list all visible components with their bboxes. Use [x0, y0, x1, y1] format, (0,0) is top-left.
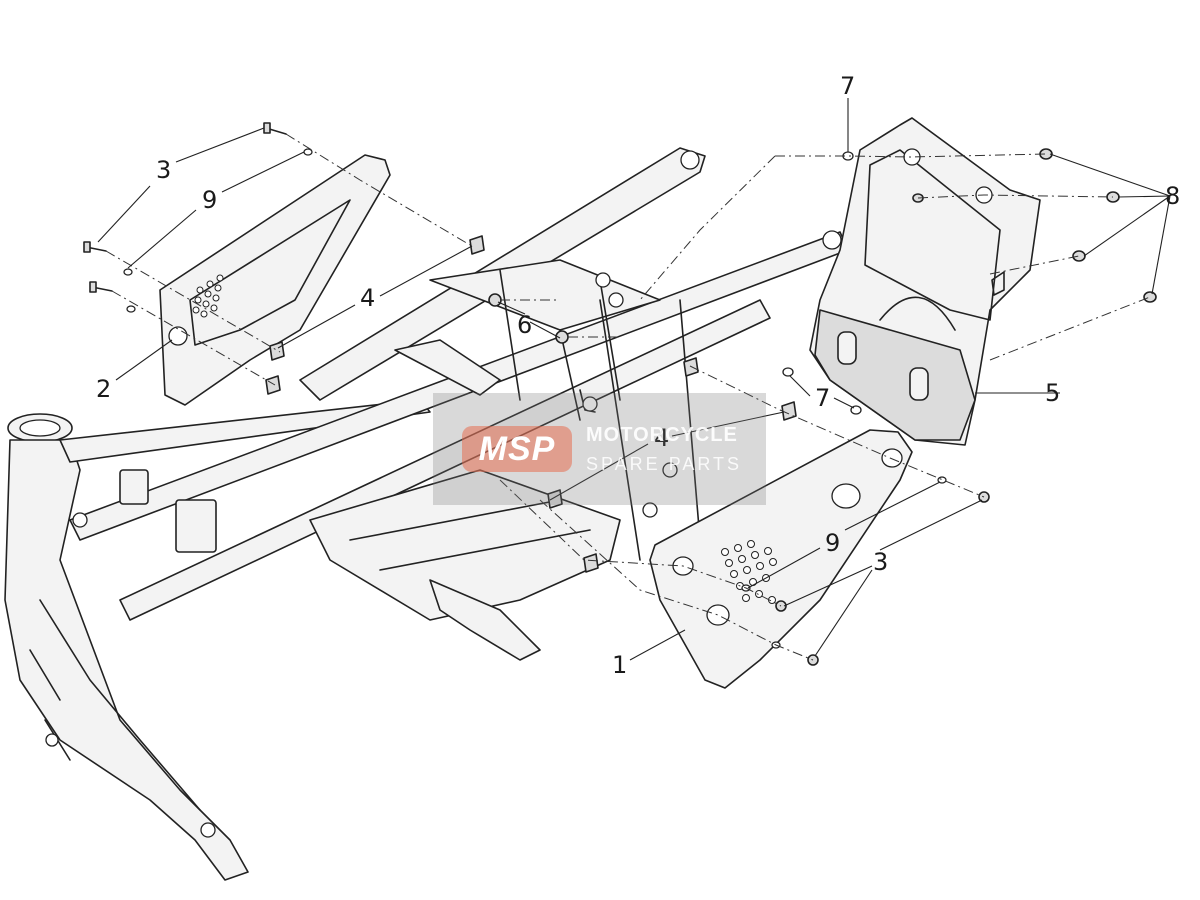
rear-inner-cover-part-5 [809, 117, 1041, 446]
callout-3-left: 3 [156, 156, 171, 184]
callout-5: 5 [1045, 379, 1060, 407]
assembly-lines [105, 133, 1151, 661]
callout-1: 1 [612, 651, 627, 679]
callout-3-right: 3 [873, 548, 888, 576]
watermark-line-1: MOTORCYCLE [586, 424, 738, 446]
callout-8: 8 [1165, 182, 1180, 210]
leader-lines [97, 98, 1171, 661]
callout-9-right: 9 [825, 529, 840, 557]
watermark-logo: MSP [462, 426, 572, 472]
left-side-cover-part-2 [159, 154, 391, 406]
callout-6: 6 [517, 311, 532, 339]
callout-4-lower: 4 [654, 424, 669, 452]
callout-labels: 1 2 3 3 4 4 5 6 7 7 8 9 9 [96, 72, 1180, 679]
callout-7-mid: 7 [815, 384, 830, 412]
motorcycle-frame [4, 147, 849, 881]
hardware-fasteners [83, 122, 1157, 666]
watermark-line-2: SPARE PARTS [586, 454, 743, 474]
callout-2: 2 [96, 375, 111, 403]
callout-9-left: 9 [202, 186, 217, 214]
callout-7-top: 7 [840, 72, 855, 100]
callout-4-upper: 4 [360, 284, 375, 312]
